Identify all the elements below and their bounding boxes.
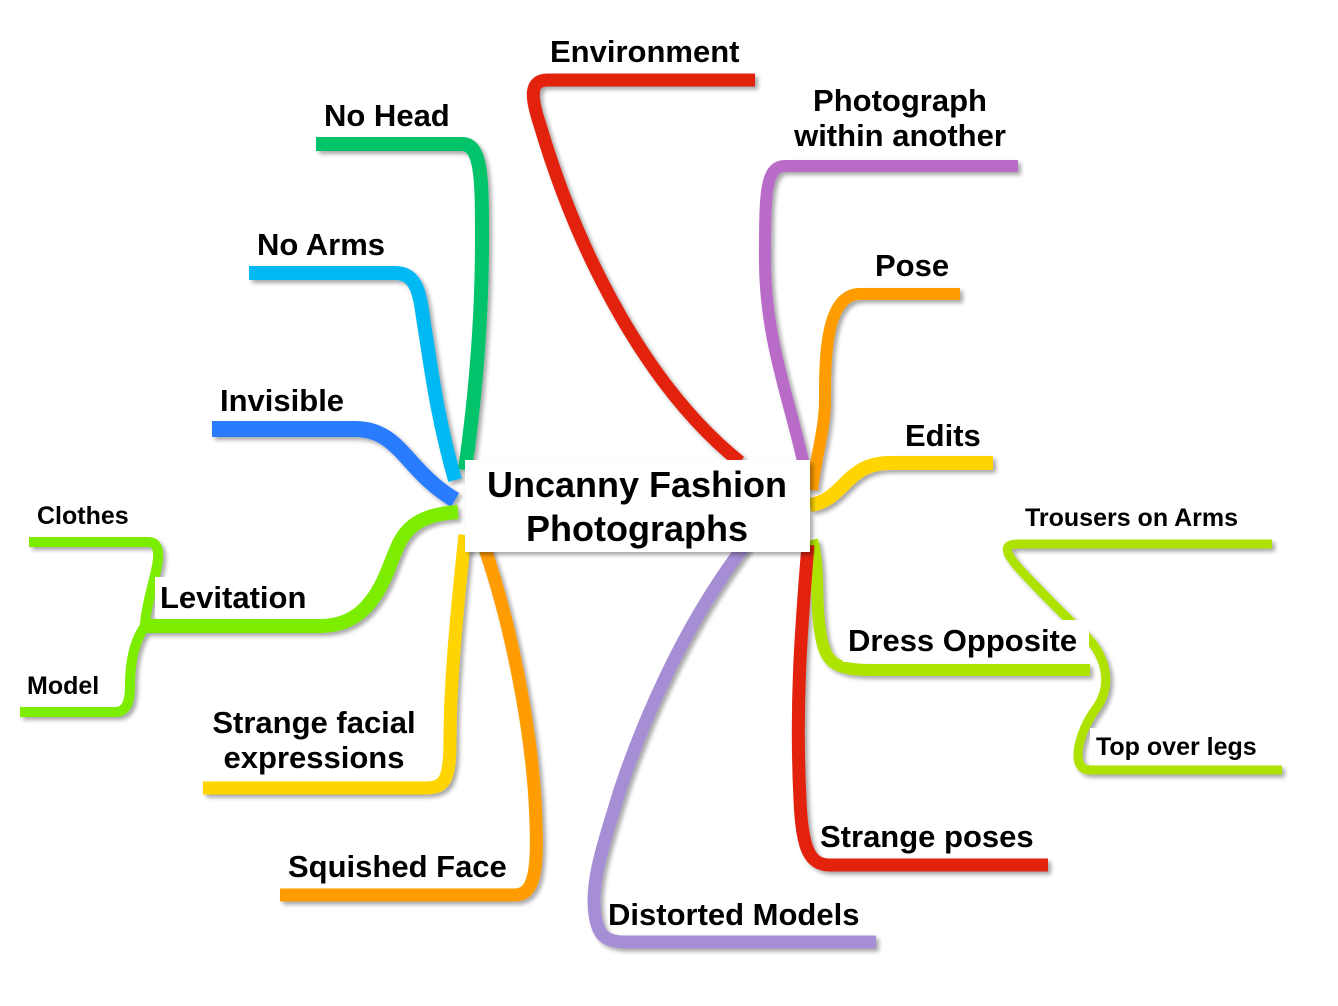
label-strange-poses[interactable]: Strange poses bbox=[820, 819, 1034, 854]
label-levitation[interactable]: Levitation bbox=[160, 580, 306, 615]
label-photograph-within-line2[interactable]: within another bbox=[793, 118, 1006, 153]
branch-clothes[interactable] bbox=[29, 537, 164, 627]
branch-photograph-within[interactable] bbox=[759, 160, 1018, 472]
label-edits[interactable]: Edits bbox=[905, 418, 981, 453]
label-bg-dress-opposite bbox=[843, 620, 1089, 662]
label-photograph-within-line1[interactable]: Photograph bbox=[813, 83, 987, 118]
branch-invisible[interactable] bbox=[212, 421, 460, 507]
label-strange-facial-line2[interactable]: expressions bbox=[224, 740, 405, 775]
branch-dress-opposite[interactable] bbox=[806, 538, 1090, 676]
branch-squished-face[interactable] bbox=[280, 537, 543, 902]
label-top-over-legs[interactable]: Top over legs bbox=[1096, 733, 1257, 761]
central-topic-box[interactable] bbox=[465, 460, 810, 552]
label-dress-opposite[interactable]: Dress Opposite bbox=[848, 623, 1077, 658]
central-topic-line1: Uncanny Fashion bbox=[487, 464, 787, 505]
branch-pose[interactable] bbox=[806, 288, 960, 491]
branch-strange-poses[interactable] bbox=[791, 544, 1048, 872]
label-bg-levitation bbox=[155, 577, 317, 617]
branch-no-head[interactable] bbox=[316, 137, 489, 471]
label-no-head[interactable]: No Head bbox=[324, 98, 450, 133]
label-strange-facial-line1[interactable]: Strange facial bbox=[212, 705, 415, 740]
branch-no-arms[interactable] bbox=[249, 266, 462, 482]
branch-edits[interactable] bbox=[808, 456, 993, 512]
branch-top-over-legs[interactable] bbox=[1073, 637, 1282, 775]
central-topic-line2: Photographs bbox=[526, 508, 748, 549]
branch-strange-facial[interactable] bbox=[203, 534, 472, 795]
label-distorted-models[interactable]: Distorted Models bbox=[608, 897, 859, 932]
label-bg-top-over-legs bbox=[1090, 728, 1282, 764]
branch-model[interactable] bbox=[20, 623, 150, 717]
label-environment[interactable]: Environment bbox=[550, 34, 739, 69]
label-invisible[interactable]: Invisible bbox=[220, 383, 344, 418]
label-model[interactable]: Model bbox=[27, 672, 99, 700]
branch-environment[interactable] bbox=[526, 73, 755, 468]
label-squished-face[interactable]: Squished Face bbox=[288, 849, 507, 884]
label-pose[interactable]: Pose bbox=[875, 248, 949, 283]
label-bg-trousers bbox=[1020, 500, 1268, 536]
label-no-arms[interactable]: No Arms bbox=[257, 227, 385, 262]
label-clothes[interactable]: Clothes bbox=[37, 502, 129, 530]
branch-levitation[interactable] bbox=[145, 505, 459, 633]
branch-distorted-models[interactable] bbox=[587, 541, 876, 949]
label-trousers-on-arms[interactable]: Trousers on Arms bbox=[1025, 504, 1238, 532]
